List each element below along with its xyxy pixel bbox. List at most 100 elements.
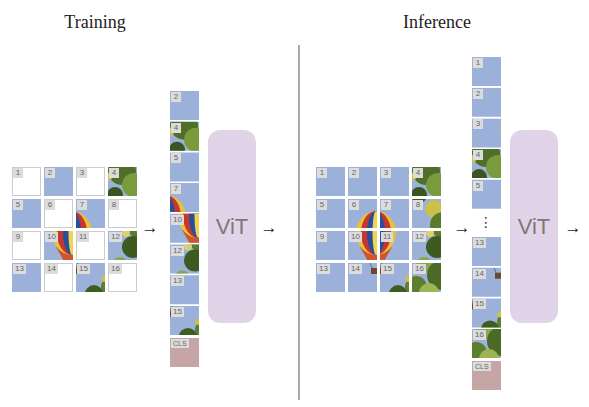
scene-copy xyxy=(12,157,153,303)
scene-copy xyxy=(316,157,457,303)
patch-number: 1 xyxy=(473,58,483,68)
patch-number: 11 xyxy=(381,232,393,242)
masked-patch xyxy=(13,168,41,196)
scene-copy xyxy=(316,157,457,303)
image-patch xyxy=(316,157,457,303)
image-patch xyxy=(12,157,153,303)
patch-number: 16 xyxy=(109,264,122,274)
patch-number: 4 xyxy=(473,150,483,160)
patch-number: 12 xyxy=(109,232,122,242)
patch-image xyxy=(316,157,457,303)
patch-number: 12 xyxy=(413,232,426,242)
cls-token: CLS xyxy=(472,361,501,390)
scene-copy xyxy=(12,157,153,303)
patch-number: 2 xyxy=(171,92,181,102)
image-patch xyxy=(316,157,457,303)
patch-image xyxy=(12,157,153,303)
patch-number: 5 xyxy=(473,181,483,191)
patch-number: 13 xyxy=(473,238,486,248)
patch-number: 7 xyxy=(171,184,181,194)
image-patch xyxy=(316,157,457,303)
image-patch xyxy=(45,200,73,228)
patch-image xyxy=(316,157,457,303)
patch-number: 13 xyxy=(13,264,26,274)
image-patch xyxy=(316,157,457,303)
patch-number: 4 xyxy=(109,168,119,178)
scene-copy xyxy=(316,157,457,303)
scene-copy xyxy=(316,157,457,303)
image-patch xyxy=(45,264,73,292)
patch-image xyxy=(316,157,457,303)
patch-image xyxy=(12,157,153,303)
patch-number: 5 xyxy=(171,153,181,163)
node-label: ViT xyxy=(216,214,249,240)
scene-copy xyxy=(12,157,153,303)
patch-image xyxy=(12,157,153,303)
scene-copy xyxy=(12,157,153,303)
patch-number: 14 xyxy=(45,264,58,274)
patch-image xyxy=(316,157,457,303)
patch-number: 3 xyxy=(77,168,87,178)
image-patch xyxy=(12,157,153,303)
patch-number: 13 xyxy=(317,264,330,274)
patch-number: 15 xyxy=(473,299,486,309)
image-patch xyxy=(13,168,41,196)
patch-number: 12 xyxy=(171,246,184,256)
patch-image xyxy=(316,157,457,303)
image-patch xyxy=(316,157,457,303)
patch-image xyxy=(12,157,153,303)
patch-number: 7 xyxy=(381,200,391,210)
scene-copy xyxy=(12,157,153,303)
cls-token: CLS xyxy=(170,338,199,367)
image-patch xyxy=(316,157,457,303)
scene-copy xyxy=(316,157,457,303)
patch-number: 10 xyxy=(349,232,362,242)
masked-patch xyxy=(109,200,137,228)
divider-line xyxy=(299,45,300,400)
patch-number: 4 xyxy=(171,123,181,133)
patch-image xyxy=(316,157,457,303)
scene-copy xyxy=(12,157,153,303)
image-patch xyxy=(316,157,457,303)
masked-patch xyxy=(109,264,137,292)
patch-number: 15 xyxy=(171,307,184,317)
model-box: ViT xyxy=(208,130,256,323)
image-patch xyxy=(12,157,153,303)
scene-copy xyxy=(316,157,457,303)
image-patch xyxy=(316,157,457,303)
masked-patch xyxy=(77,168,105,196)
flow-arrow: → xyxy=(565,218,582,238)
patch-image xyxy=(12,157,153,303)
image-patch xyxy=(316,157,457,303)
patch-number: 2 xyxy=(45,168,55,178)
patch-number: 9 xyxy=(13,232,23,242)
masked-patch xyxy=(45,200,73,228)
patch-number: 15 xyxy=(77,264,90,274)
patch-number: 3 xyxy=(473,119,483,129)
flow-arrow: → xyxy=(142,218,159,238)
scene-copy xyxy=(12,157,153,303)
image-patch xyxy=(12,157,153,303)
patch-image xyxy=(12,157,153,303)
patch-image xyxy=(316,157,457,303)
patch-number: 10 xyxy=(171,215,184,225)
patch-number: 9 xyxy=(317,232,327,242)
image-patch xyxy=(109,200,137,228)
flow-arrow: → xyxy=(261,218,278,238)
patch-image xyxy=(316,157,457,303)
panel-title: Inference xyxy=(403,12,471,33)
image-patch xyxy=(316,157,457,303)
patch-number: 3 xyxy=(381,168,391,178)
patch-image xyxy=(316,157,457,303)
patch-image xyxy=(316,157,457,303)
image-patch xyxy=(316,157,457,303)
patch-number: 1 xyxy=(13,168,23,178)
masked-patch xyxy=(13,232,41,260)
patch-image xyxy=(316,157,457,303)
image-patch xyxy=(13,232,41,260)
scene-copy xyxy=(316,157,457,303)
masked-patch xyxy=(45,264,73,292)
patch-number: 6 xyxy=(349,200,359,210)
image-patch xyxy=(77,232,105,260)
